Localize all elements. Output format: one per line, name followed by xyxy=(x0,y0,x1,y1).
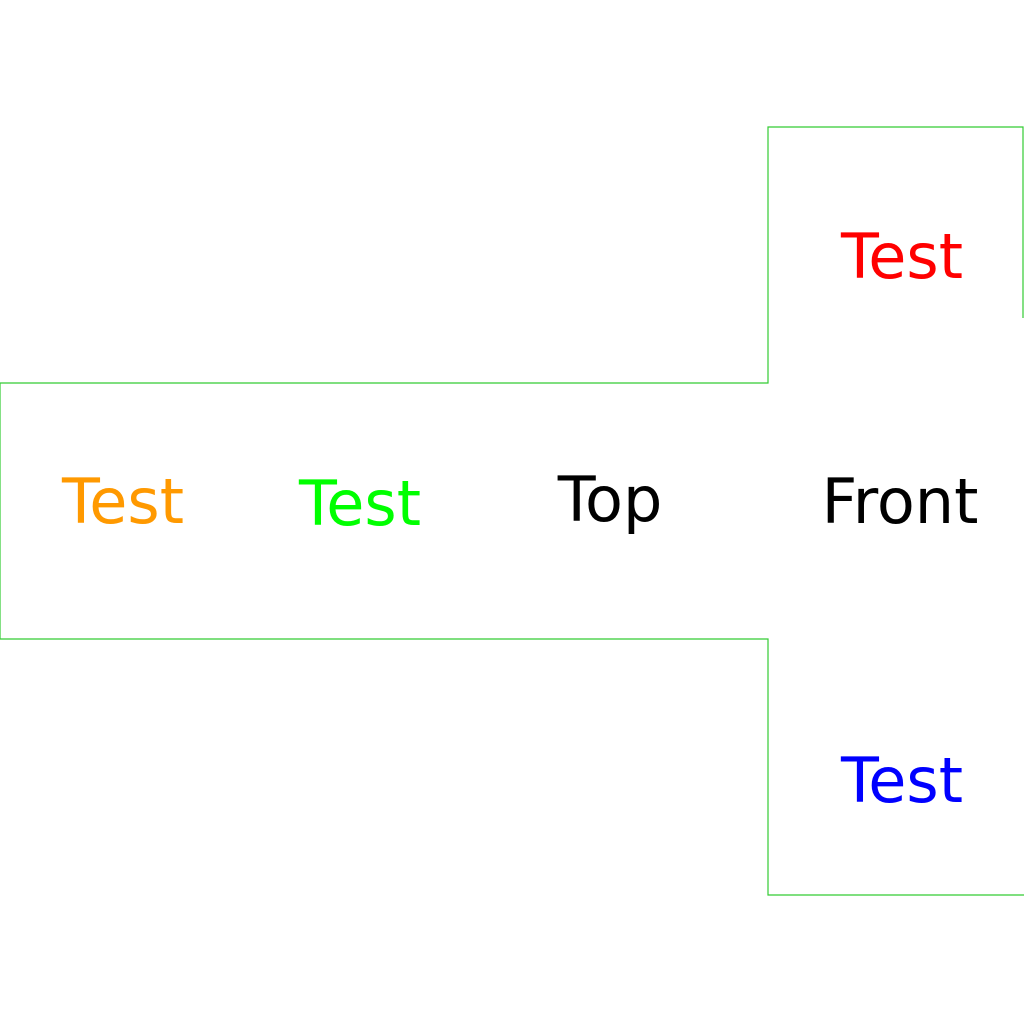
face-label-top: Top xyxy=(557,463,663,536)
face-label-middle-left: Test xyxy=(298,467,422,540)
face-label-left: Test xyxy=(61,465,185,538)
face-label-bottom-right: Test xyxy=(840,744,964,817)
face-label-top-right: Test xyxy=(840,220,964,293)
face-label-front: Front xyxy=(821,465,979,538)
net-outline-path xyxy=(0,126,1024,896)
